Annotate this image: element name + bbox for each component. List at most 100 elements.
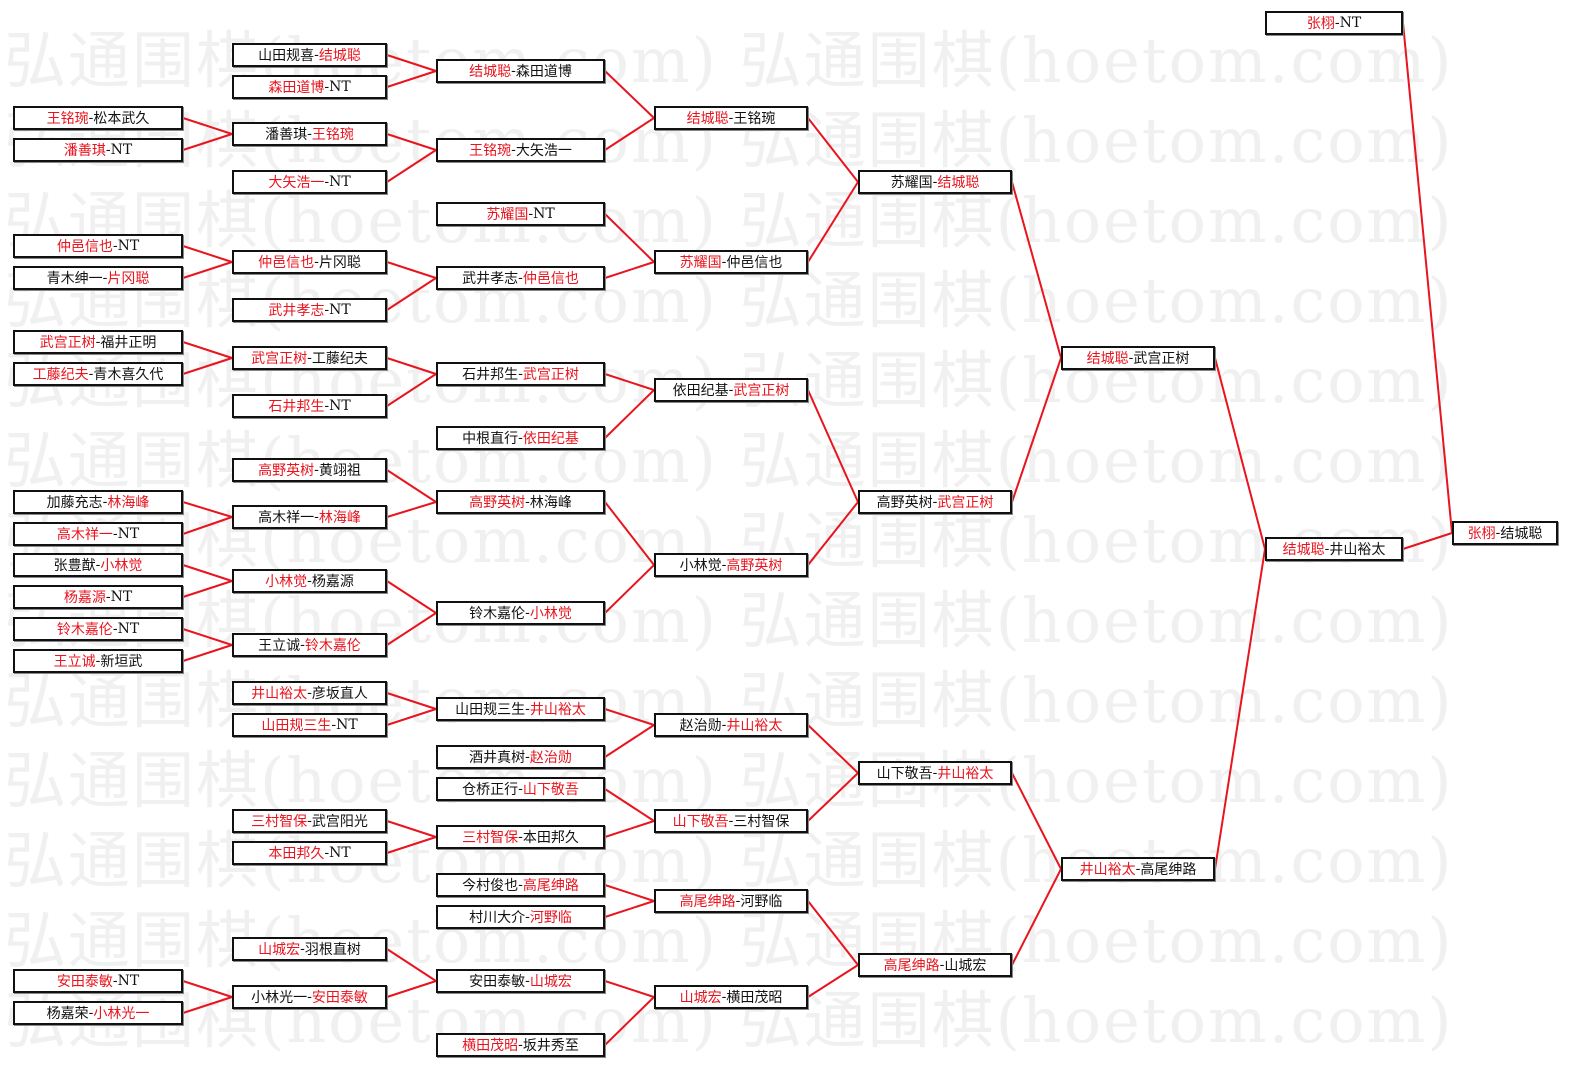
bracket-connector — [604, 820, 655, 838]
player-name: 加藤充志 — [46, 495, 103, 511]
player-name: 武宫正树 — [1133, 351, 1190, 367]
match-box: 小林觉-杨嘉源 — [232, 569, 387, 593]
match-box: 山城宏-横田茂昭 — [654, 985, 808, 1009]
match-box: 苏耀国-仲邑信也 — [654, 250, 808, 274]
winner-name: 本田邦久 — [268, 846, 325, 862]
winner-name: 王铭琬 — [46, 111, 89, 127]
separator: - — [102, 494, 108, 510]
match-box: 本田邦久-NT — [232, 841, 387, 865]
winner-name: 高野英树 — [258, 463, 315, 479]
winner-name: 井山裕太 — [937, 766, 994, 782]
match-box: 铃木嘉伦-NT — [13, 617, 183, 641]
match-box: 武宫正树-福井正明 — [13, 330, 183, 354]
match-box: 青木绅一-片冈聪 — [13, 266, 183, 290]
bracket-connector — [1011, 868, 1062, 966]
player-name: 安田泰敏 — [469, 974, 526, 990]
player-name: 青木绅一 — [46, 271, 103, 287]
winner-name: 工藤纪夫 — [32, 367, 89, 383]
player-name: 河野临 — [740, 894, 783, 910]
match-box: 结城聪-井山裕太 — [1265, 537, 1403, 561]
match-box: 武宫正树-工藤纪夫 — [232, 346, 387, 370]
player-name: 山田规喜 — [258, 48, 315, 64]
player-name: 青木喜久代 — [93, 367, 164, 383]
separator: - — [518, 270, 523, 286]
separator: - — [95, 334, 101, 350]
player-name: NT — [329, 174, 351, 190]
separator: - — [1334, 15, 1340, 31]
bracket-connector — [182, 516, 233, 535]
player-name: 赵治勋 — [679, 718, 722, 734]
winner-name: 赵治勋 — [529, 750, 572, 766]
player-name: 村川大介 — [469, 910, 526, 926]
bracket-connector — [807, 389, 859, 503]
separator: - — [721, 989, 727, 1005]
separator: - — [300, 637, 305, 653]
match-box: 酒井真树-赵治勋 — [436, 745, 605, 769]
winner-name: 高木祥一 — [56, 527, 113, 543]
player-name: 坂井秀至 — [522, 1038, 579, 1054]
winner-name: 张栩 — [1467, 526, 1496, 542]
player-name: 今村俊也 — [462, 878, 519, 894]
bracket-connector — [182, 245, 233, 263]
separator: - — [88, 1005, 94, 1021]
separator: - — [102, 270, 108, 286]
match-box: 山城宏-羽根直树 — [232, 937, 387, 961]
player-name: 工藤纪夫 — [311, 351, 368, 367]
player-name: 横田茂昭 — [726, 990, 783, 1006]
separator: - — [88, 366, 94, 382]
winner-name: 森田道博 — [268, 80, 325, 96]
winner-name: 结城聪 — [937, 175, 980, 191]
match-box: 安田泰敏-NT — [13, 969, 183, 993]
match-box: 结城聪-王铭琬 — [654, 106, 808, 130]
bracket-connector — [807, 964, 859, 998]
player-name: 铃木嘉伦 — [469, 606, 526, 622]
match-box: 井山裕太-高尾绅路 — [1061, 857, 1215, 881]
separator: - — [518, 829, 523, 845]
separator: - — [525, 494, 530, 510]
separator: - — [307, 126, 312, 142]
winner-name: 结城聪 — [1282, 542, 1325, 558]
match-box: 加藤充志-林海峰 — [13, 490, 183, 514]
bracket-connector — [182, 117, 233, 135]
separator: - — [518, 366, 523, 382]
bracket-connector — [182, 980, 233, 998]
bracket-connector — [604, 884, 655, 902]
bracket-connector — [182, 501, 233, 518]
player-name: NT — [110, 142, 133, 158]
bracket-connector — [604, 501, 655, 566]
separator: - — [932, 494, 938, 510]
bracket-connector — [807, 117, 859, 183]
bracket-connector — [807, 501, 859, 566]
winner-name: 安田泰敏 — [311, 990, 368, 1006]
bracket-connector — [604, 788, 655, 822]
winner-name: 山下敬吾 — [672, 814, 729, 830]
separator: - — [105, 142, 111, 158]
match-box: 王立诚-新垣武 — [13, 649, 183, 673]
bracket-connector — [386, 692, 437, 710]
winner-name: 武宫正树 — [39, 335, 96, 351]
separator: - — [95, 557, 101, 573]
winner-name: 武宫正树 — [251, 351, 308, 367]
bracket-connector — [604, 70, 655, 119]
player-name: NT — [329, 302, 351, 318]
bracket-connector — [182, 341, 233, 359]
bracket-connector — [386, 501, 437, 518]
separator: - — [112, 526, 118, 542]
winner-name: 山下敬吾 — [522, 782, 579, 798]
separator: - — [324, 845, 330, 861]
separator: - — [307, 989, 312, 1005]
player-name: 石井邦生 — [462, 367, 519, 383]
match-box: 王铭琬-松本武久 — [13, 106, 183, 130]
separator: - — [324, 398, 330, 414]
bracket-connector — [386, 373, 437, 407]
match-box: 张栩-NT — [1265, 11, 1403, 35]
match-box: 大矢浩一-NT — [232, 170, 387, 194]
player-name: 武井孝志 — [462, 271, 519, 287]
bracket-connector — [386, 612, 437, 646]
match-box: 中根直行-依田纪基 — [436, 426, 605, 450]
match-box: 石井邦生-NT — [232, 394, 387, 418]
match-box: 苏耀国-结城聪 — [858, 170, 1012, 194]
separator: - — [525, 605, 530, 621]
bracket-connector — [1402, 22, 1453, 534]
separator: - — [307, 350, 312, 366]
